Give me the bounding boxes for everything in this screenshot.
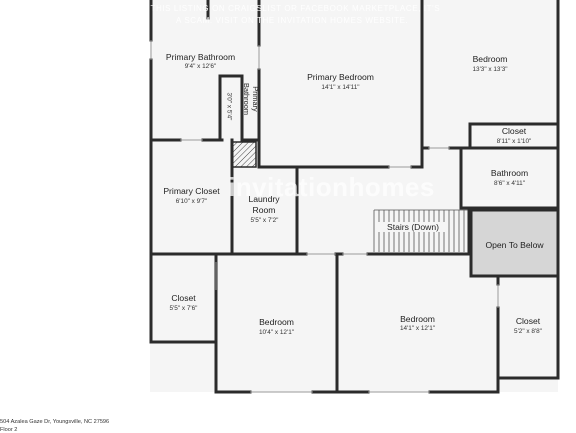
floor-fill bbox=[150, 0, 558, 392]
open-to-below-area bbox=[471, 210, 558, 276]
primary-bedroom-name: Primary Bedroom bbox=[307, 72, 374, 82]
bedroom-s-dim: 14'1" x 12'1" bbox=[399, 325, 436, 332]
bedroom-sw-dim: 10'4" x 12'1" bbox=[258, 329, 295, 336]
bathroom-name: Bathroom bbox=[490, 168, 529, 178]
laundry-room-name: Laundry Room bbox=[248, 194, 280, 215]
bathroom-dim: 8'6" x 4'11" bbox=[493, 180, 526, 187]
primary-bathroom-name: Primary Bathroom bbox=[165, 52, 236, 62]
primary-bathroom-dim: 9'4" x 12'6" bbox=[184, 63, 217, 70]
closet-se-dim: 5'2" x 8'8" bbox=[514, 328, 542, 335]
bedroom-s-name: Bedroom bbox=[400, 314, 435, 324]
closet-ne-dim: 8'11" x 1'10" bbox=[496, 138, 532, 145]
primary-bedroom-dim: 14'1" x 14'11" bbox=[321, 84, 360, 91]
property-address: 504 Azalea Gaze Dr, Youngsville, NC 2759… bbox=[0, 419, 110, 425]
floor-label: Floor 2 bbox=[0, 427, 18, 433]
closet-sw-name: Closet bbox=[171, 293, 196, 303]
primary-closet-dim: 6'10" x 9'7" bbox=[175, 198, 208, 205]
walls bbox=[149, 0, 560, 394]
banner-line-2: A SCAM. VISIT ON THE INVITATION HOMES WE… bbox=[176, 16, 409, 25]
closet-sw-dim: 5'5" x 7'6" bbox=[169, 305, 198, 312]
hatched-shaft bbox=[231, 141, 257, 168]
door-markers bbox=[150, 40, 499, 393]
scam-warning-banner: SEE THIS LISTING ON CRAIGSLIST OR FACEBO… bbox=[130, 3, 576, 27]
open-to-below-label: Open To Below bbox=[485, 240, 544, 250]
closet-ne-name: Closet bbox=[501, 126, 527, 136]
small-bathroom-name: Primary Bathroom bbox=[242, 82, 260, 116]
bedroom-ne-dim: 13'3" x 13'3" bbox=[472, 66, 508, 73]
stairs-label: Stairs (Down) bbox=[378, 222, 448, 232]
laundry-room-dim: 5'5" x 7'2" bbox=[250, 217, 279, 224]
bedroom-sw-name: Bedroom bbox=[259, 317, 294, 327]
bedroom-ne-name: Bedroom bbox=[472, 54, 508, 64]
invitation-homes-watermark: invitationhomes bbox=[228, 172, 435, 202]
primary-closet-name: Primary Closet bbox=[163, 186, 220, 196]
banner-line-1: SEE THIS LISTING ON CRAIGSLIST OR FACEBO… bbox=[130, 4, 441, 13]
closet-se-name: Closet bbox=[515, 316, 541, 326]
small-bathroom-dim: 3'0" x 5'4" bbox=[225, 92, 233, 121]
